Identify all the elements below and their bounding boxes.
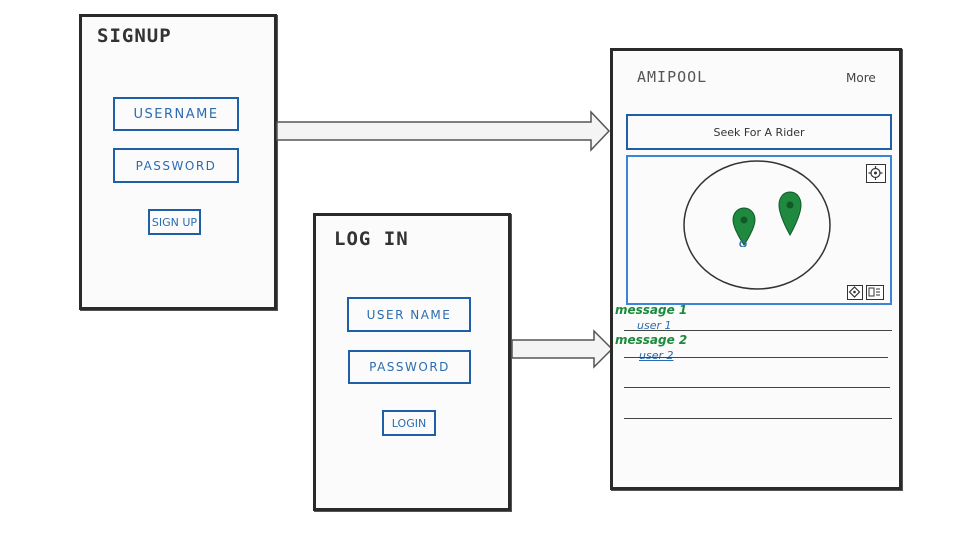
login-title: LOG IN [334, 228, 409, 250]
arrow-right-icon [276, 110, 611, 152]
message-user-link[interactable]: user 2 [639, 349, 674, 362]
message-user-link[interactable]: user 1 [637, 319, 672, 332]
signup-password-field[interactable]: PASSWORD [113, 148, 239, 183]
amipool-screen: AMIPOOL More Seek For A Rider [610, 48, 902, 490]
login-button[interactable]: LOGIN [382, 410, 436, 436]
login-username-field[interactable]: USER NAME [347, 297, 471, 332]
map-pin-icon[interactable] [778, 191, 802, 237]
list-divider [624, 387, 890, 388]
message-text: message 1 [615, 303, 688, 317]
seek-rider-button[interactable]: Seek For A Rider [626, 114, 892, 150]
locate-icon[interactable] [866, 164, 886, 183]
list-divider [624, 330, 892, 331]
message-text: message 2 [615, 333, 688, 347]
signup-username-field[interactable]: USERNAME [113, 97, 239, 131]
layers-icon[interactable] [866, 285, 884, 300]
list-divider [624, 357, 888, 358]
app-title: AMIPOOL [637, 68, 708, 86]
login-screen: LOG IN USER NAME PASSWORD LOGIN [313, 213, 511, 511]
compass-icon[interactable] [847, 285, 863, 300]
signup-button[interactable]: SIGN UP [148, 209, 201, 235]
signup-title: SIGNUP [97, 25, 172, 47]
map-pin-icon[interactable] [732, 207, 756, 247]
map-panel[interactable] [626, 155, 892, 305]
more-menu-button[interactable]: More [846, 71, 876, 85]
map-area[interactable] [628, 157, 890, 303]
list-divider [624, 418, 892, 419]
arrow-right-icon [511, 329, 614, 369]
login-password-field[interactable]: PASSWORD [348, 350, 471, 384]
signup-screen: SIGNUP USERNAME PASSWORD SIGN UP [79, 14, 277, 310]
